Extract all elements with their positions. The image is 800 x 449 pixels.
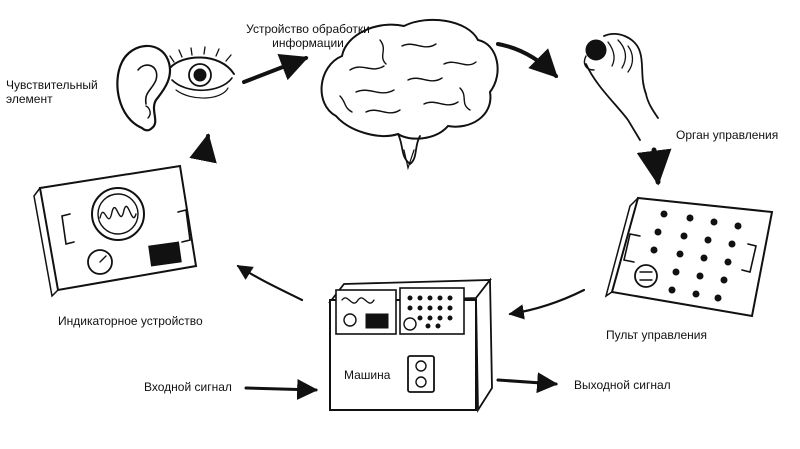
hand-illustration bbox=[583, 33, 659, 141]
ear-illustration bbox=[116, 44, 172, 132]
arrow-hand-to-panel bbox=[636, 147, 672, 186]
label-control-panel: Пульт управления bbox=[606, 328, 707, 342]
eye-illustration bbox=[169, 46, 235, 99]
label-sensor: Чувствительный элемент bbox=[6, 78, 98, 106]
arrow-indicator-to-sensor bbox=[189, 133, 217, 164]
arrow-machine-to-indicator bbox=[236, 264, 304, 302]
label-control-organ: Орган управления bbox=[676, 128, 779, 142]
loop-arrows bbox=[189, 42, 672, 400]
arrow-panel-to-machine bbox=[508, 288, 586, 320]
arrow-input-signal bbox=[244, 378, 319, 400]
label-machine: Машина bbox=[344, 368, 391, 382]
label-processor: Устройство обработки информации bbox=[246, 22, 370, 50]
brain-illustration bbox=[320, 18, 499, 171]
label-input-signal: Входной сигнал bbox=[144, 380, 232, 394]
arrow-processor-to-hand bbox=[496, 42, 558, 78]
indicator-device-illustration bbox=[33, 164, 198, 298]
arrow-output-signal bbox=[496, 372, 559, 394]
label-output-signal: Выходной сигнал bbox=[574, 378, 671, 392]
arrow-sensor-to-processor bbox=[242, 54, 309, 84]
label-indicator: Индикаторное устройство bbox=[58, 314, 203, 328]
machine-illustration bbox=[328, 277, 493, 414]
control-panel-illustration bbox=[604, 196, 774, 318]
